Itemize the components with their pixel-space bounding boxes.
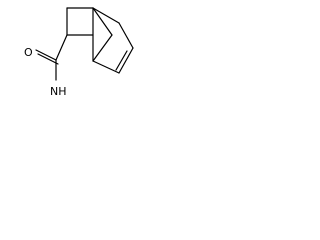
bond-co-double-a bbox=[35, 49, 57, 61]
bond-cyclopropane-upper bbox=[92, 7, 113, 36]
bond-ring6-a bbox=[92, 7, 120, 24]
bond-ring6-c bbox=[92, 60, 120, 74]
bond-cyclopropane-lower bbox=[92, 34, 113, 62]
bond-c-carbonyl bbox=[55, 34, 68, 61]
bond-ring6-b bbox=[118, 22, 134, 49]
bond-ring6-double-outer bbox=[118, 47, 134, 74]
structural-formula-diagram: O NH bbox=[24, 7, 134, 98]
oxygen-atom-label: O bbox=[24, 46, 33, 59]
bond-ring6-double-inner bbox=[115, 50, 128, 71]
amine-atom-label: NH bbox=[50, 85, 67, 98]
bond-co-double-b bbox=[37, 53, 59, 65]
